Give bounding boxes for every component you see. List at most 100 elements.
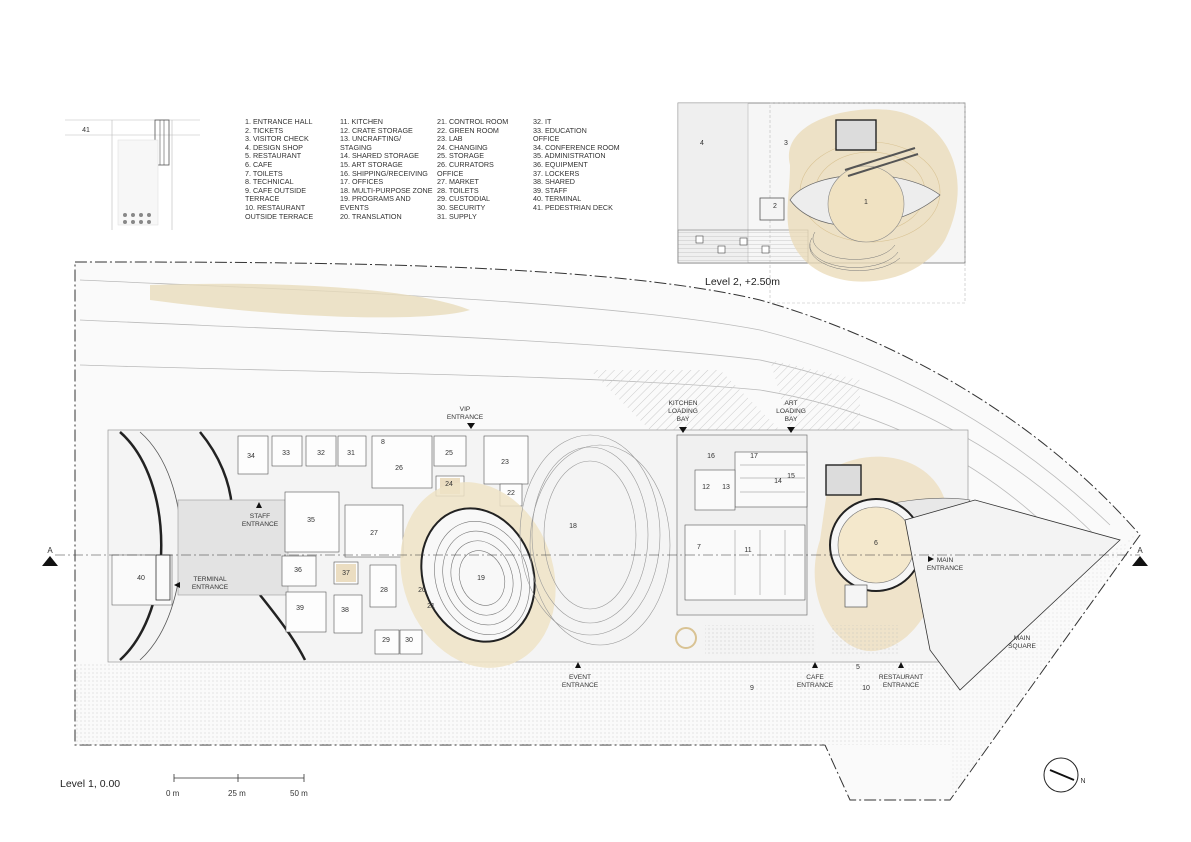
legend-item: 31. SUPPLY	[437, 211, 477, 221]
room-number: 13	[722, 484, 730, 491]
legend-item: 25. STORAGE	[437, 151, 485, 161]
vip-entrance-label: ENTRANCE	[447, 414, 484, 421]
room-number: 32	[317, 450, 325, 457]
kitchen-loading-label: LOADING	[668, 408, 698, 415]
legend-item: 30. SECURITY	[437, 202, 486, 212]
cafe-entrance-label: ENTRANCE	[797, 682, 834, 689]
room-number: 2	[773, 203, 777, 210]
legend-item: 29. CUSTODIAL	[437, 194, 490, 204]
room-number: 19	[477, 575, 485, 582]
restaurant-label: RESTAURANT	[879, 674, 923, 681]
room-number: 7	[697, 544, 701, 551]
room-number: 3	[784, 140, 788, 147]
room-number: 10	[862, 685, 870, 692]
main-square-label: MAIN	[1014, 635, 1031, 642]
legend-item: 23. LAB	[437, 134, 463, 144]
legend-item: 28. TOILETS	[437, 185, 479, 195]
room-number: 16	[707, 453, 715, 460]
legend-item: 9. CAFE OUTSIDE TERRACE	[245, 185, 307, 204]
room-number: 11	[744, 547, 751, 554]
terminal-label: TERMINAL	[193, 576, 227, 583]
room-number: 39	[296, 605, 304, 612]
terminal-entrance-label: ENTRANCE	[192, 584, 229, 591]
kitchen-bay-label: BAY	[677, 416, 690, 423]
legend-item: 19. PROGRAMS AND EVENTS	[340, 194, 411, 212]
legend-item: 8. TECHNICAL	[245, 177, 294, 187]
square-label: SQUARE	[1008, 643, 1036, 650]
main-label: MAIN	[937, 557, 954, 564]
room-number: 9	[750, 685, 754, 692]
level2-title: Level 2, +2.50m	[705, 276, 781, 288]
legend-item: 33. EDUCATION OFFICE	[533, 125, 587, 144]
scale-25: 25 m	[228, 789, 246, 798]
north-label: N	[1080, 778, 1085, 785]
legend-item: 3. VISITOR CHECK	[245, 134, 309, 144]
room-number: 38	[341, 607, 349, 614]
legend-item: 39. STAFF	[533, 185, 568, 195]
legend-item: 5. RESTAURANT	[245, 151, 302, 161]
legend-item: 24. CHANGING	[437, 142, 488, 152]
section-a-left: A	[47, 546, 53, 555]
event-entrance-label: ENTRANCE	[562, 682, 599, 689]
room-number: 33	[282, 450, 290, 457]
staff-label: STAFF	[250, 513, 270, 520]
legend-item: 17. OFFICES	[340, 177, 384, 187]
restaurant-entrance-label: ENTRANCE	[883, 682, 920, 689]
room-number: 12	[702, 484, 710, 491]
room-number: 23	[501, 459, 509, 466]
legend-item: 38. SHARED	[533, 177, 575, 187]
room-number: 40	[137, 575, 145, 582]
room-number: 15	[787, 473, 795, 480]
room-number: 20	[418, 587, 426, 594]
room-number: 17	[750, 453, 758, 460]
main-entrance-label: ENTRANCE	[927, 565, 964, 572]
event-label: EVENT	[569, 674, 591, 681]
legend-item: 4. DESIGN SHOP	[245, 142, 303, 152]
legend-item: 6. CAFE	[245, 159, 273, 169]
art-label: ART	[784, 400, 797, 407]
room-number: 28	[380, 587, 388, 594]
legend-item: 20. TRANSLATION	[340, 211, 402, 221]
art-bay-label: BAY	[785, 416, 798, 423]
legend-item: 36. EQUIPMENT	[533, 159, 588, 169]
room-number: 6	[874, 540, 878, 547]
room-number: 4	[700, 140, 704, 147]
legend-item: 35. ADMINISTRATION	[533, 151, 606, 161]
room-number: 21	[427, 603, 435, 610]
legend-item: 14. SHARED STORAGE	[340, 151, 419, 161]
level2-plan	[677, 102, 966, 304]
deck-number: 41	[82, 127, 90, 134]
legend-item: 41. PEDESTRIAN DECK	[533, 202, 613, 212]
room-number: 25	[445, 450, 453, 457]
legend-item: 34. CONFERENCE ROOM	[533, 142, 620, 152]
legend-item: 12. CRATE STORAGE	[340, 125, 413, 135]
vip-label: VIP	[460, 406, 471, 413]
legend-item: 7. TOILETS	[245, 168, 283, 178]
cafe-label: CAFE	[806, 674, 824, 681]
plan-labels: VIP ENTRANCE KITCHEN LOADING BAY ART LOA…	[47, 127, 1143, 785]
room-number: 36	[294, 567, 302, 574]
legend-item: 21. CONTROL ROOM	[437, 117, 509, 126]
scale-0: 0 m	[166, 789, 180, 798]
room-number: 37	[342, 570, 350, 577]
room-number: 14	[774, 478, 782, 485]
room-number: 30	[405, 637, 413, 644]
staff-entrance-label: ENTRANCE	[242, 521, 279, 528]
room-number: 22	[507, 490, 515, 497]
room-number: 5	[856, 664, 860, 671]
room-number: 8	[381, 439, 385, 446]
room-number: 18	[569, 523, 577, 530]
legend-item: 32. IT	[533, 117, 552, 126]
legend-item: 26. CURRATORS OFFICE	[437, 159, 494, 178]
art-loading-label: LOADING	[776, 408, 806, 415]
level1-plan	[42, 261, 1148, 801]
kitchen-label: KITCHEN	[669, 400, 698, 407]
legend-item: 40. TERMINAL	[533, 194, 582, 204]
section-a-right: A	[1137, 546, 1143, 555]
legend-item: 2. TICKETS	[245, 125, 284, 135]
